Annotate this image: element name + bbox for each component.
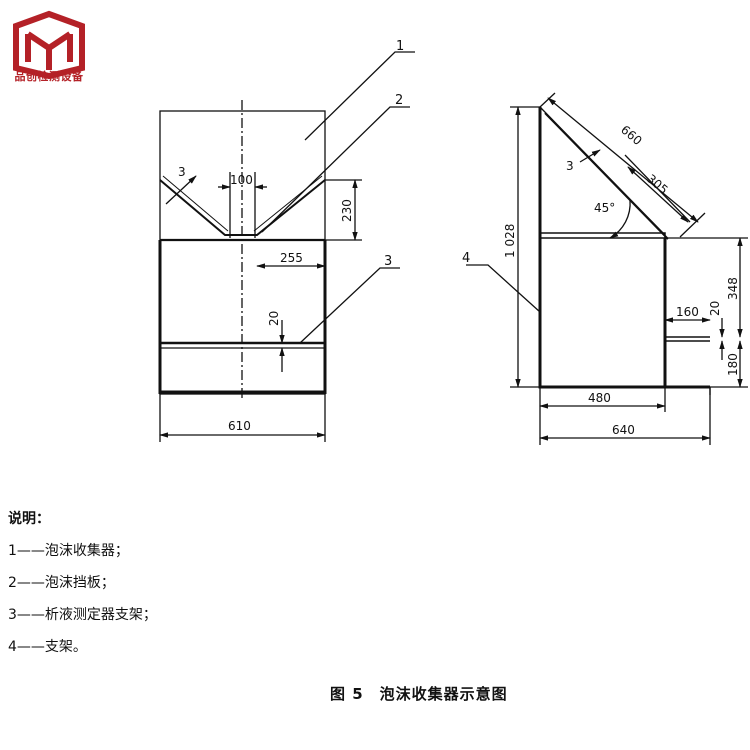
dim-side-right-upper: 348 <box>726 277 740 300</box>
dim-side-total: 640 <box>612 423 635 437</box>
dim-front-thickness: 3 <box>178 165 186 179</box>
callout-4: 4 <box>462 251 470 266</box>
front-view <box>158 51 415 442</box>
dim-side-right-lower: 180 <box>726 353 740 376</box>
dim-front-height: 230 <box>340 199 354 222</box>
dim-front-offset: 255 <box>280 251 303 265</box>
legend-item: 2——泡沫挡板； <box>8 575 115 591</box>
dim-side-ledge: 160 <box>676 305 699 319</box>
dim-side-angle: 45° <box>594 201 615 215</box>
foam-collector-drawing: 1 2 3 4 610 100 230 255 20 3 660 305 45°… <box>158 39 748 445</box>
legend-item: 3——析液测定器支架； <box>8 607 157 623</box>
legend-item: 4——支架。 <box>8 639 87 655</box>
dim-front-width: 610 <box>228 419 251 433</box>
callout-1: 1 <box>396 39 404 54</box>
callout-3: 3 <box>384 254 392 269</box>
figure-caption: 图 5 泡沫收集器示意图 <box>330 685 508 703</box>
legend: 说明： 1——泡沫收集器； 2——泡沫挡板； 3——析液测定器支架； 4——支架… <box>8 503 157 663</box>
brand-logo <box>13 10 85 80</box>
dim-side-thickness: 3 <box>566 159 574 173</box>
dim-front-slot: 100 <box>230 173 253 187</box>
dim-side-gap: 20 <box>708 301 722 316</box>
dim-side-diag-part: 305 <box>644 172 671 197</box>
dim-front-gap: 20 <box>267 311 281 326</box>
side-view <box>466 92 748 445</box>
legend-item: 1——泡沫收集器； <box>8 543 129 559</box>
dim-side-height: 1 028 <box>503 224 517 258</box>
brand-name: 品创检测设备 <box>14 70 84 83</box>
callout-2: 2 <box>395 93 403 108</box>
legend-title: 说明： <box>8 511 50 527</box>
dim-side-diag: 660 <box>618 123 645 148</box>
dim-side-base: 480 <box>588 391 611 405</box>
